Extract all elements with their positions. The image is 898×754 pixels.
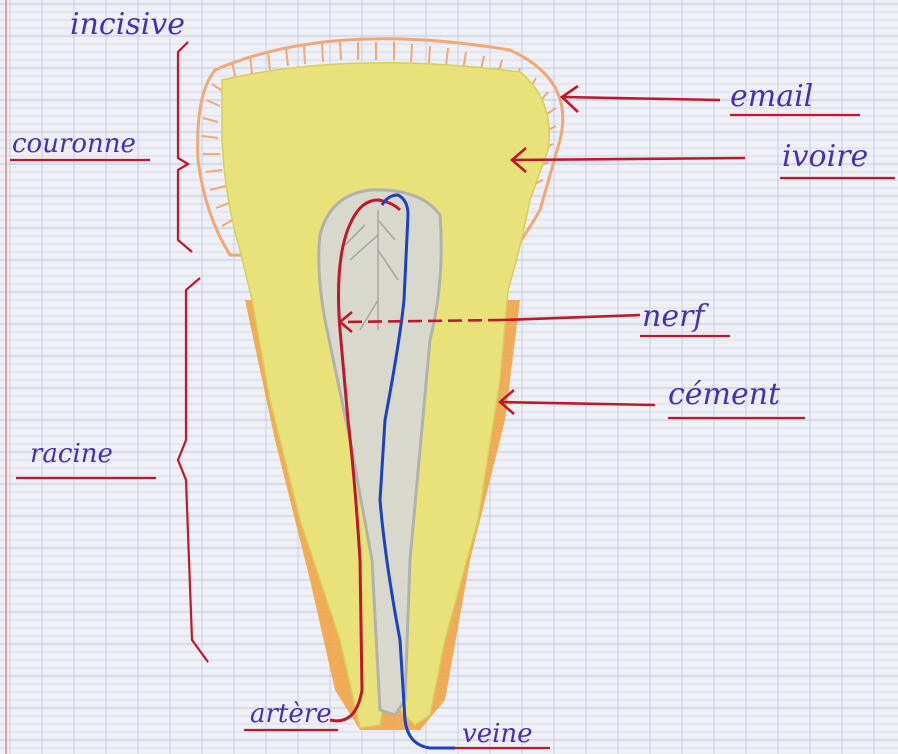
crown-bracket: [178, 42, 192, 252]
label-cement: cément: [668, 377, 781, 412]
root-bracket: [178, 278, 208, 662]
label-couronne: couronne: [12, 129, 136, 159]
label-nerf: nerf: [642, 299, 709, 334]
label-ivoire: ivoire: [782, 139, 868, 174]
diagram-title: incisive: [70, 7, 185, 42]
ivoire-pointer-line: [512, 158, 745, 160]
label-artere: artère: [250, 699, 332, 729]
label-veine: veine: [462, 719, 533, 749]
label-racine: racine: [30, 439, 113, 469]
cement-pointer-line: [500, 402, 655, 405]
label-email: email: [730, 79, 813, 114]
